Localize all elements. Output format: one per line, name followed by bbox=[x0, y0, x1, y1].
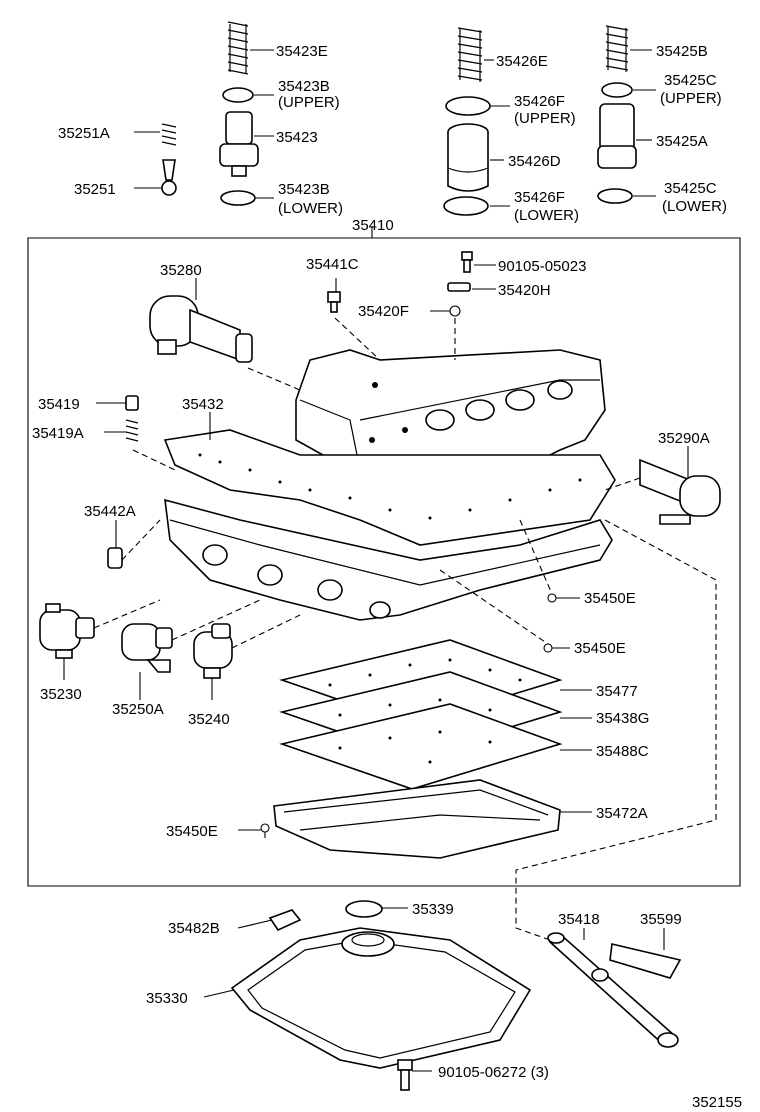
ball-35450E-c bbox=[260, 823, 270, 833]
label-35426F-upper-note: (UPPER) bbox=[514, 110, 576, 127]
label-35426E: 35426E bbox=[496, 53, 548, 70]
spring-35426E bbox=[457, 27, 483, 82]
label-35438G: 35438G bbox=[596, 710, 649, 727]
oring-35426F-lower bbox=[443, 196, 489, 216]
figure-id: 352155 bbox=[692, 1094, 742, 1111]
solenoid-35230 bbox=[39, 603, 95, 659]
filter-35442A bbox=[107, 547, 123, 569]
bolt-90105-05023 bbox=[461, 251, 473, 273]
valve-35425A bbox=[597, 103, 637, 169]
lower-valve-body bbox=[164, 498, 613, 621]
label-35330: 35330 bbox=[146, 990, 188, 1007]
label-35339: 35339 bbox=[412, 901, 454, 918]
label-35251: 35251 bbox=[74, 181, 116, 198]
label-35423B-lower-note: (LOWER) bbox=[278, 200, 343, 217]
part-labels: 35423E 35423B (UPPER) 35423 35423B (LOWE… bbox=[32, 43, 742, 1111]
oring-35425C-lower bbox=[597, 188, 633, 204]
label-35280: 35280 bbox=[160, 262, 202, 279]
label-35426F-lower: 35426F bbox=[514, 189, 565, 206]
label-35472A: 35472A bbox=[596, 805, 648, 822]
check-ball-35251 bbox=[161, 159, 177, 196]
label-35423E: 35423E bbox=[276, 43, 328, 60]
label-35423B-lower: 35423B bbox=[278, 181, 330, 198]
label-90105-05023: 90105-05023 bbox=[498, 258, 586, 275]
oring-35426F-upper bbox=[445, 96, 491, 116]
label-35488C: 35488C bbox=[596, 743, 649, 760]
label-35425C-lower: 35425C bbox=[664, 180, 717, 197]
label-35599: 35599 bbox=[640, 911, 682, 928]
assembly-frame-35410 bbox=[27, 237, 741, 887]
solenoid-35280 bbox=[149, 295, 253, 363]
label-35419A: 35419A bbox=[32, 425, 84, 442]
gasket-35432 bbox=[163, 429, 616, 546]
label-35425B: 35425B bbox=[656, 43, 708, 60]
label-35442A: 35442A bbox=[84, 503, 136, 520]
label-35423B-upper-note: (UPPER) bbox=[278, 94, 340, 111]
tube-35418 bbox=[547, 932, 679, 1048]
label-35410: 35410 bbox=[352, 217, 394, 234]
label-35251A: 35251A bbox=[58, 125, 110, 142]
valve-body-35472A bbox=[273, 779, 561, 859]
label-35290A: 35290A bbox=[658, 430, 710, 447]
solenoid-35290A bbox=[639, 458, 721, 525]
oil-pan-35330 bbox=[230, 927, 532, 1069]
label-35426F-upper: 35426F bbox=[514, 93, 565, 110]
solenoid-35250A bbox=[121, 623, 173, 673]
bolt-90105-06272 bbox=[397, 1059, 413, 1091]
solenoid-35240 bbox=[193, 623, 233, 679]
ball-35450E-b bbox=[543, 643, 553, 653]
ball-35420F bbox=[449, 305, 461, 317]
oring-35339 bbox=[345, 900, 383, 918]
label-35450E-a: 35450E bbox=[584, 590, 636, 607]
valve-35423 bbox=[219, 111, 259, 177]
oring-35425C-upper bbox=[601, 82, 633, 98]
label-35425C-upper-note: (UPPER) bbox=[660, 90, 722, 107]
clip-35482B bbox=[268, 909, 302, 932]
spring-35419A bbox=[125, 419, 139, 442]
leader-lines bbox=[63, 49, 689, 1072]
label-35482B: 35482B bbox=[168, 920, 220, 937]
label-35240: 35240 bbox=[188, 711, 230, 728]
label-35450E-b: 35450E bbox=[574, 640, 626, 657]
oring-35423B-upper bbox=[222, 87, 254, 103]
label-35426D: 35426D bbox=[508, 153, 561, 170]
label-35420H: 35420H bbox=[498, 282, 551, 299]
bolt-35441C bbox=[327, 291, 341, 313]
label-35426F-lower-note: (LOWER) bbox=[514, 207, 579, 224]
label-35477: 35477 bbox=[596, 683, 638, 700]
spring-35425B bbox=[605, 25, 629, 72]
label-35419: 35419 bbox=[38, 396, 80, 413]
label-35441C: 35441C bbox=[306, 256, 359, 273]
ball-35450E-a bbox=[547, 593, 557, 603]
guide-lines bbox=[93, 317, 717, 941]
label-35425A: 35425A bbox=[656, 133, 708, 150]
label-35425C-lower-note: (LOWER) bbox=[662, 198, 727, 215]
label-35425C-upper: 35425C bbox=[664, 72, 717, 89]
oring-35423B-lower bbox=[220, 190, 256, 206]
label-35450E-c: 35450E bbox=[166, 823, 218, 840]
label-90105-06272: 90105-06272 (3) bbox=[438, 1064, 549, 1081]
spring-35251A bbox=[161, 123, 177, 146]
valve-35426D bbox=[447, 123, 489, 192]
bracket-35599 bbox=[609, 943, 682, 979]
label-35432: 35432 bbox=[182, 396, 224, 413]
label-35250A: 35250A bbox=[112, 701, 164, 718]
gasket-35488C bbox=[279, 703, 563, 790]
spring-35423E bbox=[227, 21, 249, 75]
label-35418: 35418 bbox=[558, 911, 600, 928]
label-35423B-upper: 35423B bbox=[278, 78, 330, 95]
pin-35420H bbox=[447, 282, 471, 292]
plug-35419 bbox=[125, 395, 139, 411]
label-35423: 35423 bbox=[276, 129, 318, 146]
label-35230: 35230 bbox=[40, 686, 82, 703]
label-35420F: 35420F bbox=[358, 303, 409, 320]
